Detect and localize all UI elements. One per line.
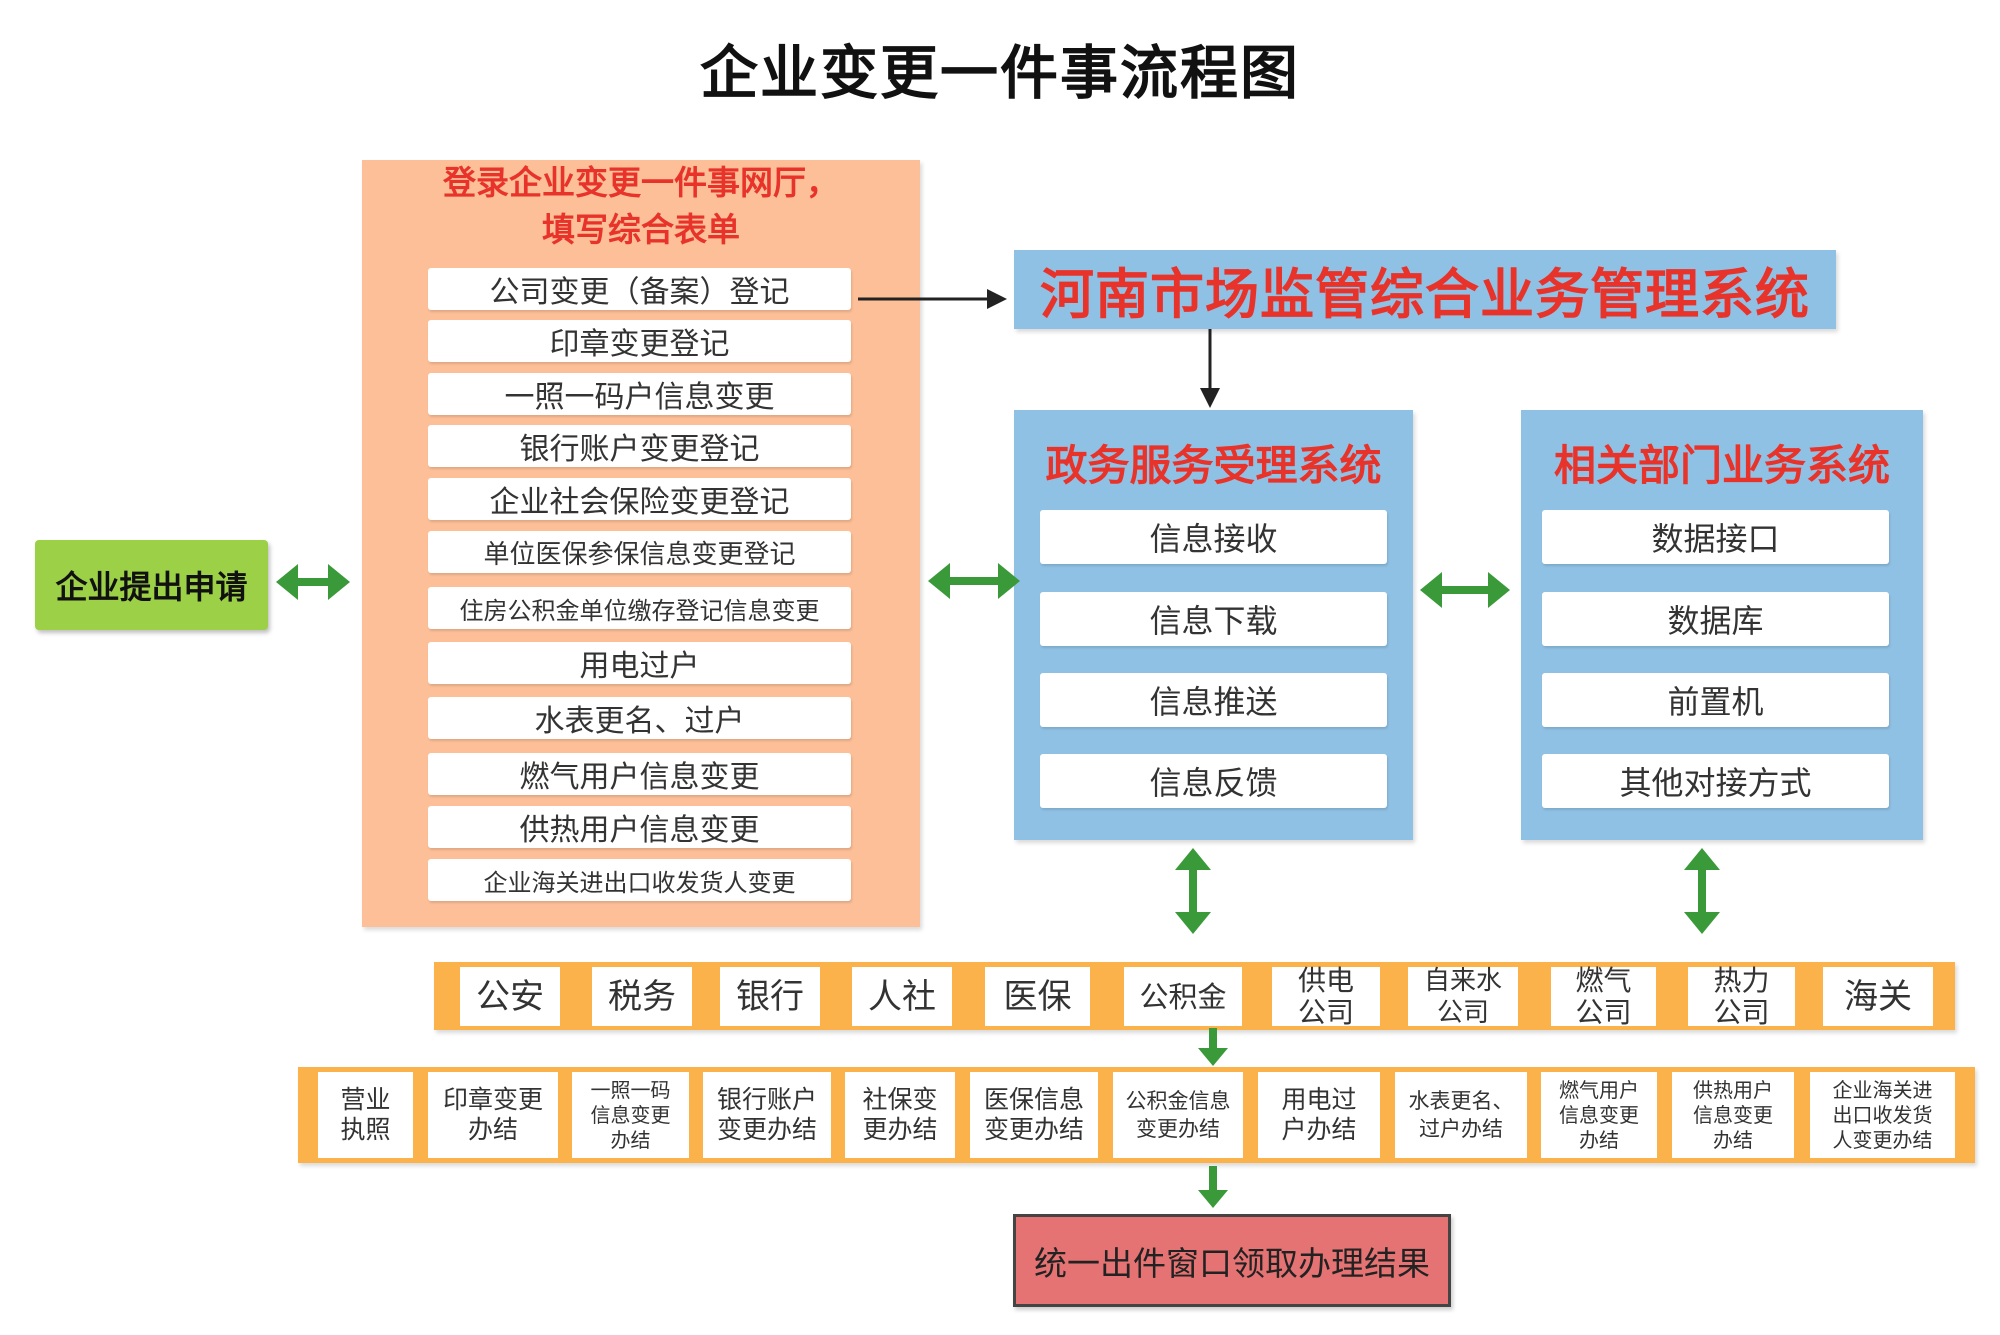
double-arrow-dept-system-to-departments (1684, 848, 1720, 934)
arrow-to-henan-system (858, 289, 1007, 309)
double-arrow-start-to-panel (276, 564, 350, 600)
arrow-results-to-final (1198, 1166, 1228, 1208)
double-arrow-service-to-departments (1175, 848, 1211, 934)
double-arrow-service-to-dept (1420, 572, 1510, 608)
double-arrow-panel-to-service (928, 563, 1020, 599)
arrow-departments-to-results (1198, 1028, 1228, 1066)
arrow-to-service-system (1200, 329, 1220, 408)
